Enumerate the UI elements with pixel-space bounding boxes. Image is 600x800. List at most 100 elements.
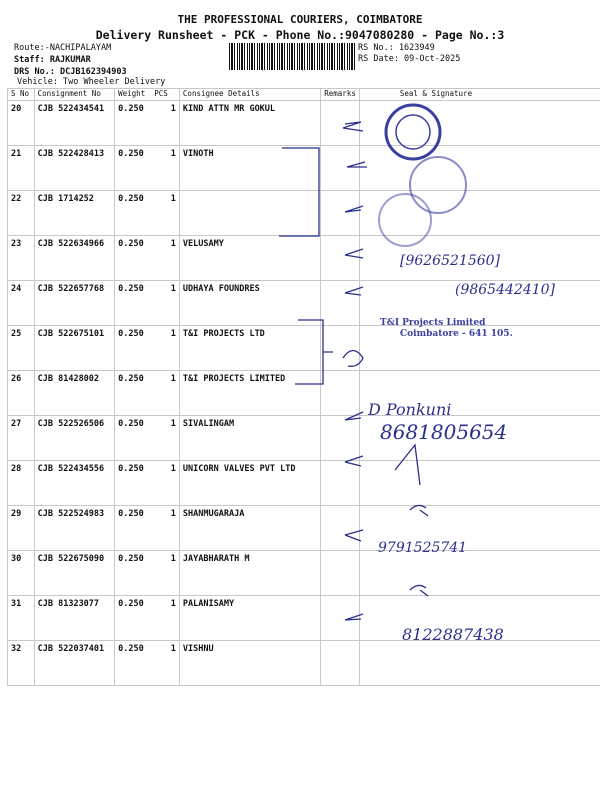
consignee-name: JAYABHARATH M xyxy=(178,550,322,596)
handwritten-phone: 8122887438 xyxy=(402,625,504,644)
remarks-cell xyxy=(320,550,360,596)
arrow-icon xyxy=(346,161,367,168)
consignee-name: KIND ATTN MR GOKUL xyxy=(178,100,322,146)
consignee-name: PALANISAMY xyxy=(178,595,322,641)
company-title: THE PROFESSIONAL COURIERS, COIMBATORE xyxy=(177,13,423,26)
serial-number: 29 xyxy=(7,505,35,551)
pcs: 1 xyxy=(170,239,176,249)
serial-number: 32 xyxy=(7,640,35,686)
bracket-mark xyxy=(295,319,333,385)
remarks-cell xyxy=(320,595,360,641)
signature-cell xyxy=(358,640,600,686)
weight: 0.250 xyxy=(118,374,144,384)
serial-number: 31 xyxy=(7,595,35,641)
signature-cell xyxy=(358,550,600,596)
handwritten-phone: 8681805654 xyxy=(380,420,508,444)
arrow-icon xyxy=(344,286,364,296)
arrow-icon xyxy=(342,121,364,132)
signature-cell xyxy=(358,145,600,191)
consignee-name: UNICORN VALVES PVT LTD xyxy=(178,460,322,506)
consignment-number: CJB 522434556 xyxy=(33,460,116,506)
rs-date: RS Date: 09-Oct-2025 xyxy=(358,54,461,64)
remarks-cell xyxy=(320,370,360,416)
consignee-name: SIVALINGAM xyxy=(178,415,322,461)
pcs: 1 xyxy=(170,149,176,159)
remarks-cell xyxy=(320,235,360,281)
remarks-cell xyxy=(320,505,360,551)
arrow-marks xyxy=(279,121,429,621)
weight: 0.250 xyxy=(118,464,144,474)
runsheet-table: S No Consignment No Weight PCS Consignee… xyxy=(7,88,600,686)
weight-pcs: 0.250 1 xyxy=(114,640,180,686)
weight: 0.250 xyxy=(118,284,144,294)
consignee-name: VELUSAMY xyxy=(178,235,322,281)
arrow-icon xyxy=(342,349,364,367)
weight-pcs: 0.250 1 xyxy=(114,370,180,416)
remarks-cell xyxy=(320,460,360,506)
weight: 0.250 xyxy=(118,194,144,204)
arrow-icon xyxy=(344,411,364,421)
consignment-number: CJB 522434541 xyxy=(33,100,116,146)
weight: 0.250 xyxy=(118,554,144,564)
arrow-icon xyxy=(344,455,364,467)
pcs: 1 xyxy=(170,554,176,564)
runsheet-subtitle: Delivery Runsheet - PCK - Phone No.:9047… xyxy=(95,28,505,42)
pcs: 1 xyxy=(170,329,176,339)
pcs: 1 xyxy=(170,104,176,114)
weight: 0.250 xyxy=(118,149,144,159)
signature-cell xyxy=(358,280,600,326)
weight: 0.250 xyxy=(118,329,144,339)
weight: 0.250 xyxy=(118,104,144,114)
col-weight: Weight xyxy=(118,89,146,98)
arrow-icon xyxy=(344,613,364,621)
weight-pcs: 0.250 1 xyxy=(114,325,180,371)
consignee-name: VINOTH xyxy=(178,145,322,191)
stamp-address: Coimbatore - 641 105. xyxy=(400,329,513,339)
weight: 0.250 xyxy=(118,644,144,654)
consignee-name: T&I PROJECTS LIMITED xyxy=(178,370,322,416)
pcs: 1 xyxy=(170,374,176,384)
arrow-icon xyxy=(344,248,364,259)
consignment-number: CJB 81323077 xyxy=(33,595,116,641)
seal-stamp xyxy=(378,103,467,247)
pcs: 1 xyxy=(170,284,176,294)
vehicle: Vehicle: Two Wheeler Delivery xyxy=(17,77,166,87)
rs-number: RS No.: 1623949 xyxy=(358,43,435,53)
consignee-name: SHANMUGARAJA xyxy=(178,505,322,551)
pcs: 1 xyxy=(170,194,176,204)
serial-number: 28 xyxy=(7,460,35,506)
consignment-number: CJB 522634966 xyxy=(33,235,116,281)
weight-pcs: 0.250 1 xyxy=(114,190,180,236)
weight-pcs: 0.250 1 xyxy=(114,145,180,191)
handwritten-phone: (9865442410] xyxy=(455,282,555,298)
remarks-cell xyxy=(320,145,360,191)
consignment-number: CJB 1714252 xyxy=(33,190,116,236)
consignee-name: VISHNU xyxy=(178,640,322,686)
bracket-mark xyxy=(279,147,320,237)
remarks-cell xyxy=(320,640,360,686)
route: Route:-NACHIPALAYAM xyxy=(14,43,112,53)
pcs: 1 xyxy=(170,509,176,519)
col-pcs: PCS xyxy=(154,89,168,98)
remarks-cell xyxy=(320,415,360,461)
pcs: 1 xyxy=(170,644,176,654)
arrow-icon xyxy=(344,529,364,542)
weight: 0.250 xyxy=(118,419,144,429)
signature-cell xyxy=(358,460,600,506)
drs-number: DRS No.: DCJB162394903 xyxy=(14,67,127,77)
consignment-number: CJB 522524983 xyxy=(33,505,116,551)
signature-cell xyxy=(358,370,600,416)
handwritten-phone: 9791525741 xyxy=(378,540,468,556)
barcode xyxy=(229,43,355,70)
handwritten-phone: [9626521560] xyxy=(400,253,500,269)
staff: Staff: RAJKUMAR xyxy=(14,55,91,65)
